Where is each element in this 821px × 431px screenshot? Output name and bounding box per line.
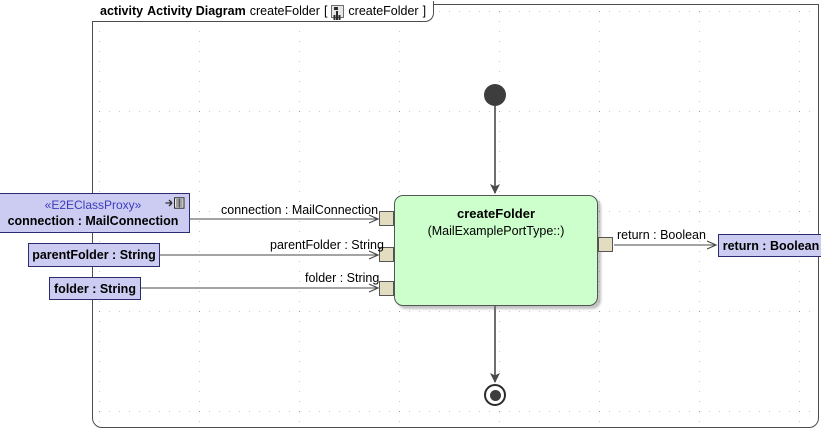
- frame-keyword: activity: [100, 4, 144, 18]
- param-box-parentfolder[interactable]: parentFolder : String: [28, 243, 160, 267]
- param-box-connection[interactable]: «E2EClassProxy» connection : MailConnect…: [0, 193, 190, 233]
- frame-bracket-open: [: [323, 4, 328, 18]
- input-pin-parentfolder[interactable]: [379, 247, 394, 262]
- action-node-createfolder[interactable]: createFolder (MailExamplePortType::): [394, 195, 598, 306]
- input-pin-connection[interactable]: [379, 211, 394, 226]
- frame-diagram-name: createFolder: [249, 4, 320, 18]
- param-label-parentfolder: parentFolder : String: [32, 248, 156, 262]
- param-label-folder: folder : String: [54, 281, 136, 296]
- proxy-import-icon: [165, 197, 185, 209]
- frame-type-label: Activity Diagram: [147, 4, 246, 18]
- frame-bracket-close: ]: [422, 4, 427, 18]
- edge-label-parentfolder: parentFolder : String: [270, 238, 384, 252]
- activity-diagram-icon: [331, 4, 345, 18]
- initial-node[interactable]: [484, 84, 506, 106]
- param-stereotype-connection: «E2EClassProxy»: [44, 197, 142, 212]
- edge-label-return: return : Boolean: [617, 228, 706, 242]
- activity-frame-header[interactable]: activity Activity Diagram createFolder […: [92, 1, 435, 22]
- edge-label-folder: folder : String: [305, 271, 380, 285]
- action-subtitle: (MailExamplePortType::): [427, 224, 565, 238]
- input-pin-folder[interactable]: [379, 281, 394, 296]
- action-title: createFolder: [456, 206, 536, 221]
- param-box-return[interactable]: return : Boolean: [718, 234, 821, 257]
- edge-label-connection: connection : MailConnection: [221, 203, 379, 217]
- activity-final-node[interactable]: [484, 384, 506, 406]
- output-pin-return[interactable]: [598, 237, 613, 252]
- param-box-folder[interactable]: folder : String: [49, 277, 141, 300]
- frame-tab-name: createFolder: [348, 4, 419, 18]
- param-label-connection: connection : MailConnection: [7, 213, 179, 228]
- param-label-return: return : Boolean: [722, 238, 820, 253]
